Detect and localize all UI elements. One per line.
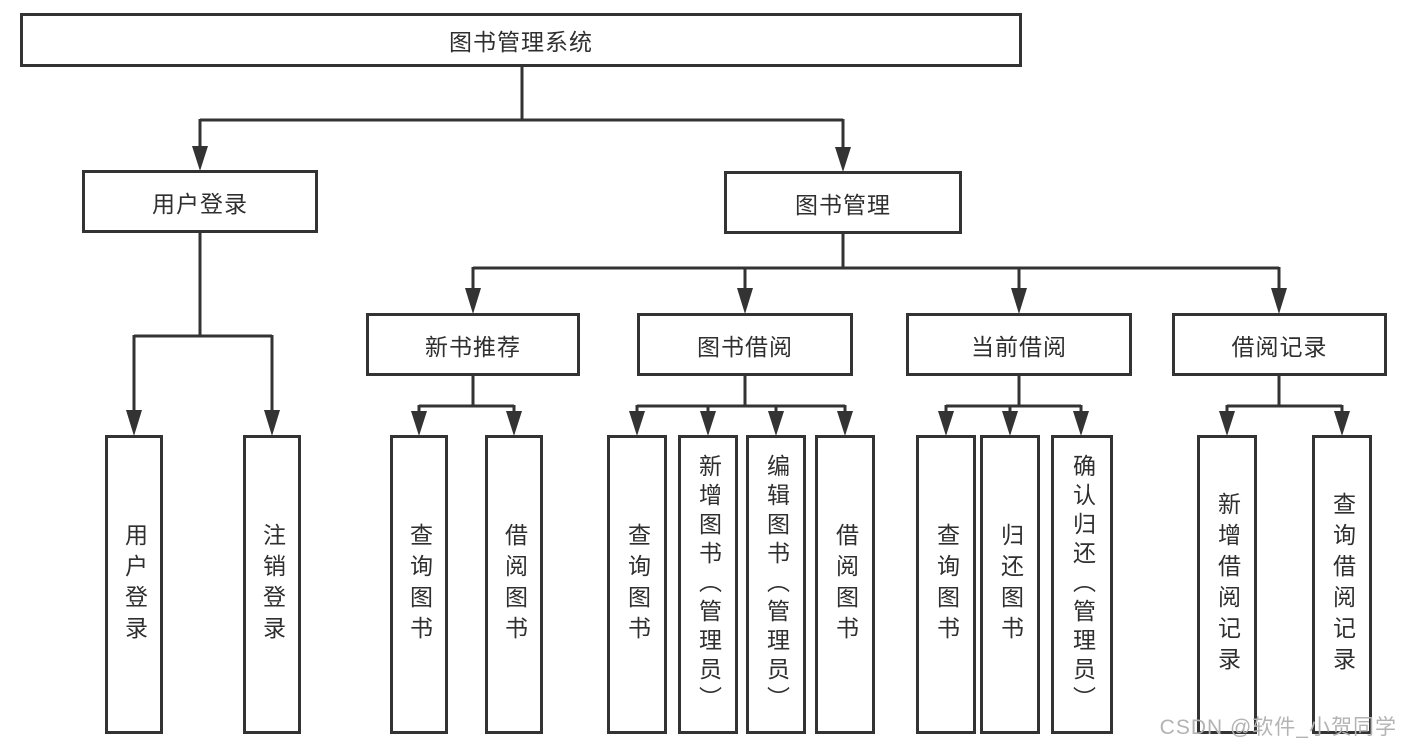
leaf-label: 查询图书	[406, 522, 433, 647]
arrowhead-icon	[506, 411, 522, 436]
connector-current-borrow-branch	[938, 375, 1089, 436]
node-leaf-borrow-books-1: 借阅图书	[485, 435, 543, 734]
leaf-label: 借阅图书	[832, 522, 859, 647]
connector-new-book-rec-branch	[411, 375, 522, 436]
connector-user-login-branch	[126, 232, 280, 436]
leaf-label: 新增借阅记录	[1214, 491, 1241, 678]
leaf-label: 查询图书	[933, 522, 960, 647]
connector-root-branch	[192, 66, 851, 172]
node-leaf-borrow-books-2: 借阅图书	[815, 435, 875, 734]
node-leaf-query-borrow-record: 查询借阅记录	[1312, 435, 1372, 734]
leaf-label: 编辑图书（管理员）	[763, 454, 790, 715]
node-user-login: 用户登录	[82, 170, 318, 233]
leaf-label: 查询借阅记录	[1329, 491, 1356, 678]
node-leaf-query-books-3: 查询图书	[916, 435, 976, 734]
node-book-management: 图书管理	[724, 171, 962, 234]
leaf-label: 确认归还（管理员）	[1069, 454, 1096, 715]
node-current-borrowing: 当前借阅	[906, 313, 1132, 376]
arrowhead-icon	[264, 410, 280, 436]
arrowhead-icon	[837, 411, 853, 436]
arrowhead-icon	[835, 147, 851, 172]
arrowhead-icon	[1073, 411, 1089, 436]
arrowhead-icon	[629, 411, 645, 436]
leaf-label: 归还图书	[997, 522, 1024, 647]
arrowhead-icon	[192, 146, 208, 171]
leaf-label: 新增图书（管理员）	[695, 454, 722, 715]
arrowhead-icon	[768, 411, 784, 436]
arrowhead-icon	[1219, 411, 1235, 436]
arrowhead-icon	[1011, 288, 1027, 314]
connector-book-borrow-branch	[629, 375, 853, 436]
node-root: 图书管理系统	[20, 13, 1022, 67]
arrowhead-icon	[938, 411, 954, 436]
node-leaf-return-books: 归还图书	[980, 435, 1040, 734]
connector-book-mgmt-branch	[465, 233, 1287, 314]
node-new-book-recommendation: 新书推荐	[366, 313, 580, 376]
node-leaf-add-books-admin: 新增图书（管理员）	[678, 435, 738, 734]
node-leaf-logout: 注销登录	[243, 435, 301, 734]
node-leaf-query-books-1: 查询图书	[390, 435, 448, 734]
connector-borrow-record-branch	[1219, 375, 1350, 436]
arrowhead-icon	[700, 411, 716, 436]
leaf-label: 查询图书	[624, 522, 651, 647]
node-leaf-query-books-2: 查询图书	[607, 435, 667, 734]
arrowhead-icon	[1271, 288, 1287, 314]
node-borrowing-records: 借阅记录	[1172, 313, 1387, 376]
arrowhead-icon	[737, 288, 753, 314]
leaf-label: 注销登录	[259, 522, 286, 647]
node-leaf-edit-books-admin: 编辑图书（管理员）	[746, 435, 806, 734]
node-leaf-user-login: 用户登录	[105, 435, 163, 734]
leaf-label: 用户登录	[121, 522, 148, 647]
arrowhead-icon	[126, 410, 142, 436]
arrowhead-icon	[411, 411, 427, 436]
node-book-borrowing: 图书借阅	[637, 313, 853, 376]
node-leaf-add-borrow-record: 新增借阅记录	[1197, 435, 1257, 734]
node-leaf-confirm-return-admin: 确认归还（管理员）	[1051, 435, 1113, 734]
arrowhead-icon	[1002, 411, 1018, 436]
arrowhead-icon	[1334, 411, 1350, 436]
arrowhead-icon	[465, 288, 481, 314]
leaf-label: 借阅图书	[501, 522, 528, 647]
